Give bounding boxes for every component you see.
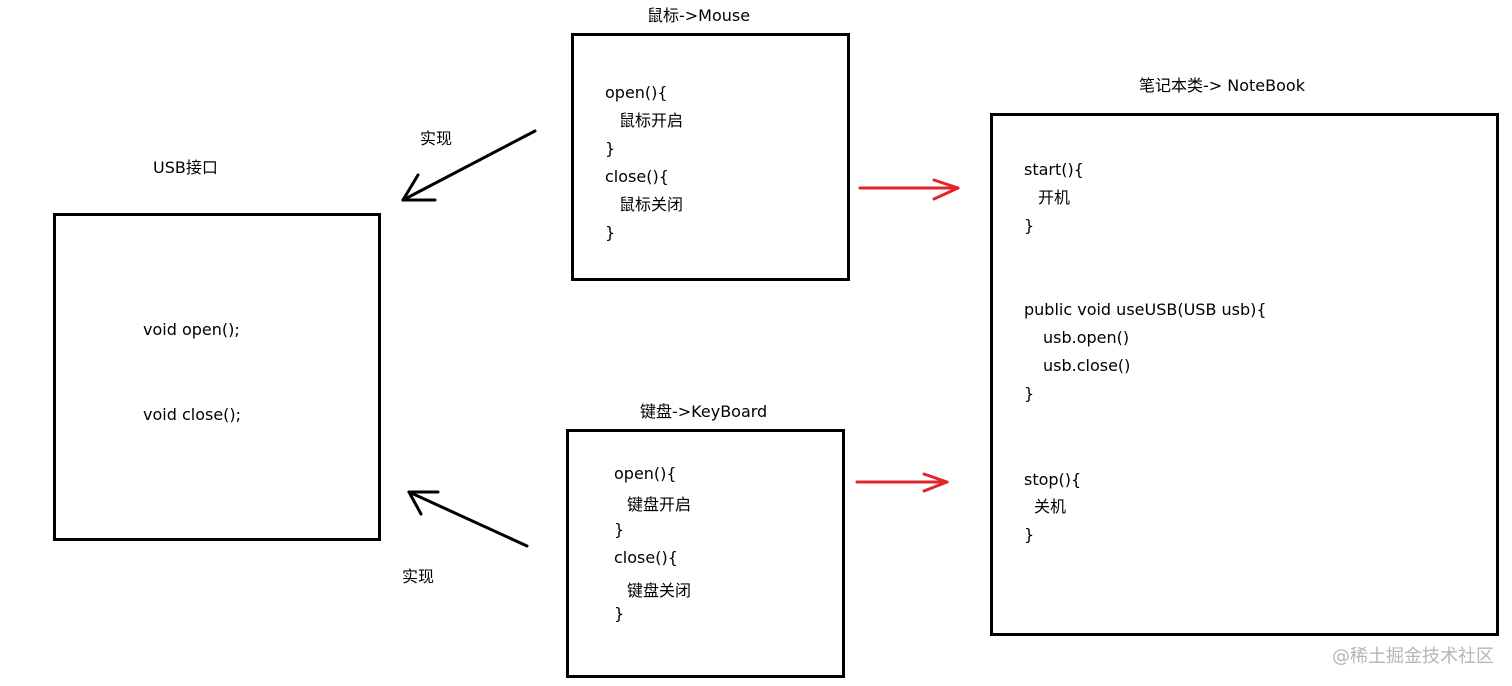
mouse-line-close: close(){	[605, 167, 669, 186]
notebook-line-useusb-end: }	[1024, 384, 1035, 403]
keyboard-class-box: open(){ 键盘开启 } close(){ 键盘关闭 }	[566, 429, 845, 678]
notebook-line-useusb: public void useUSB(USB usb){	[1024, 300, 1267, 319]
usb-line-open: void open();	[143, 320, 240, 339]
implement-label-top: 实现	[420, 129, 453, 148]
mouse-line-open-end: }	[605, 139, 616, 158]
notebook-line-start: start(){	[1024, 160, 1084, 179]
mouse-line-open: open(){	[605, 83, 668, 102]
watermark: @稀土掘金技术社区	[1332, 646, 1494, 667]
arrow-keyboard-to-usb	[407, 490, 529, 548]
usb-line-close: void close();	[143, 405, 242, 424]
notebook-line-usb-close: usb.close()	[1043, 356, 1131, 375]
mouse-line-close-body: 鼠标关闭	[619, 195, 684, 214]
keyboard-line-close: close(){	[614, 548, 678, 567]
mouse-line-close-end: }	[605, 223, 616, 242]
keyboard-line-close-body: 键盘关闭	[627, 581, 692, 600]
usb-interface-box: void open(); void close();	[53, 213, 381, 541]
notebook-class-box: start(){ 开机 } public void useUSB(USB usb…	[990, 113, 1499, 636]
notebook-line-usb-open: usb.open()	[1043, 328, 1130, 347]
arrow-keyboard-to-notebook	[855, 472, 949, 493]
keyboard-line-open: open(){	[614, 464, 677, 483]
keyboard-line-close-end: }	[614, 604, 625, 623]
notebook-line-start-end: }	[1024, 216, 1035, 235]
notebook-class-title: 笔记本类-> NoteBook	[1139, 76, 1305, 95]
notebook-line-stop-end: }	[1024, 525, 1035, 544]
mouse-class-box: open(){ 鼠标开启 } close(){ 鼠标关闭 }	[571, 33, 850, 281]
arrow-mouse-to-notebook	[858, 178, 960, 201]
notebook-line-stop-body: 关机	[1034, 497, 1067, 516]
implement-label-bottom: 实现	[402, 567, 435, 586]
keyboard-class-title: 键盘->KeyBoard	[640, 402, 768, 421]
mouse-line-open-body: 鼠标开启	[619, 111, 684, 130]
notebook-line-start-body: 开机	[1038, 188, 1071, 207]
keyboard-line-open-end: }	[614, 520, 625, 539]
keyboard-line-open-body: 键盘开启	[627, 495, 692, 514]
notebook-line-stop: stop(){	[1024, 470, 1082, 489]
usb-interface-title: USB接口	[153, 158, 218, 177]
mouse-class-title: 鼠标->Mouse	[647, 6, 751, 25]
